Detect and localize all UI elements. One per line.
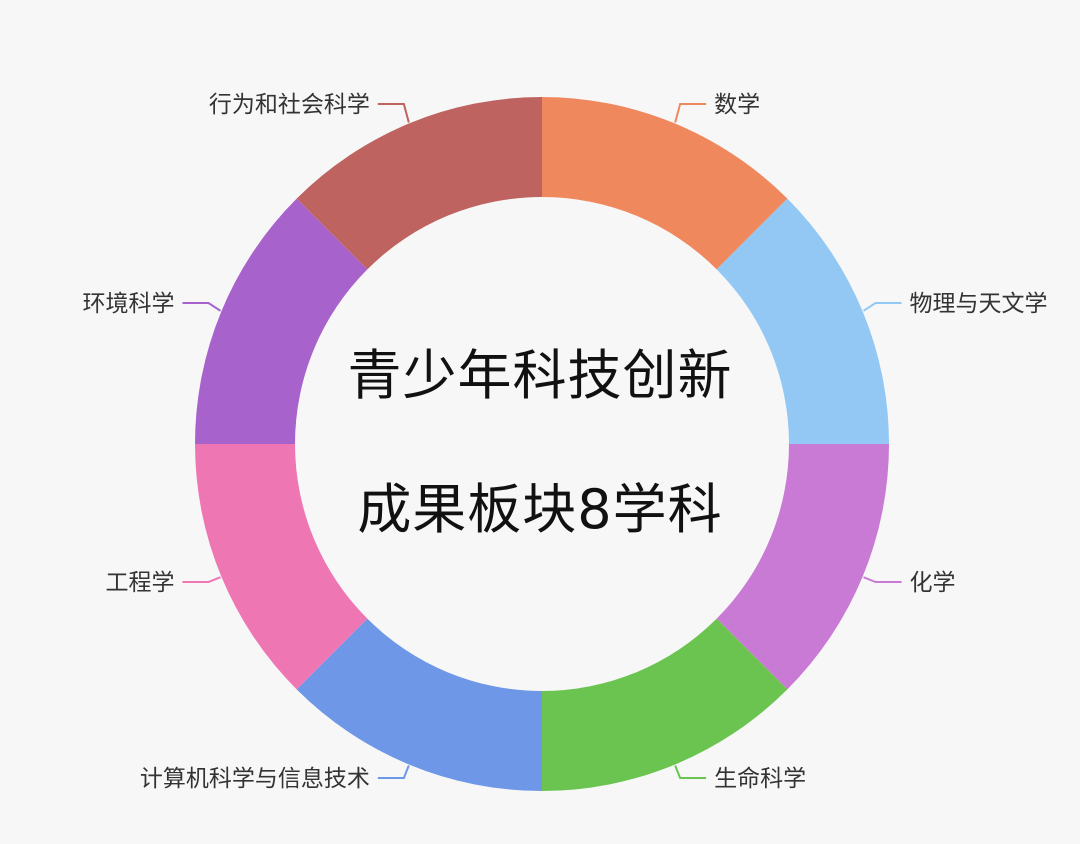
center-title-line-2: 成果板块8学科 bbox=[357, 478, 723, 541]
slice-label: 计算机科学与信息技术 bbox=[140, 766, 370, 792]
donut-slice bbox=[542, 97, 788, 270]
donut-slice bbox=[716, 444, 889, 690]
slice-label: 工程学 bbox=[105, 570, 174, 596]
label-leader-line bbox=[377, 765, 410, 779]
donut-slice bbox=[296, 96, 542, 270]
donut-slice bbox=[195, 198, 368, 444]
slice-label: 数学 bbox=[714, 92, 760, 118]
donut-slice bbox=[194, 444, 368, 690]
slice-label: 物理与天文学 bbox=[910, 291, 1048, 317]
label-leader-line bbox=[377, 103, 410, 123]
slice-label: 行为和社会科学 bbox=[209, 92, 370, 118]
label-leader-line bbox=[863, 576, 902, 583]
slice-label: 化学 bbox=[910, 570, 956, 596]
donut-slice bbox=[542, 618, 788, 791]
label-leader-line bbox=[674, 103, 707, 123]
slice-label: 生命科学 bbox=[714, 766, 806, 792]
label-leader-line bbox=[182, 576, 221, 583]
label-leader-line bbox=[862, 302, 902, 312]
slice-label: 环境科学 bbox=[82, 291, 174, 317]
donut-slice bbox=[296, 618, 542, 791]
label-leader-line bbox=[182, 302, 222, 312]
donut-slice bbox=[716, 198, 889, 444]
label-leader-line bbox=[674, 765, 707, 779]
center-title-line-1: 青少年科技创新 bbox=[347, 344, 733, 407]
